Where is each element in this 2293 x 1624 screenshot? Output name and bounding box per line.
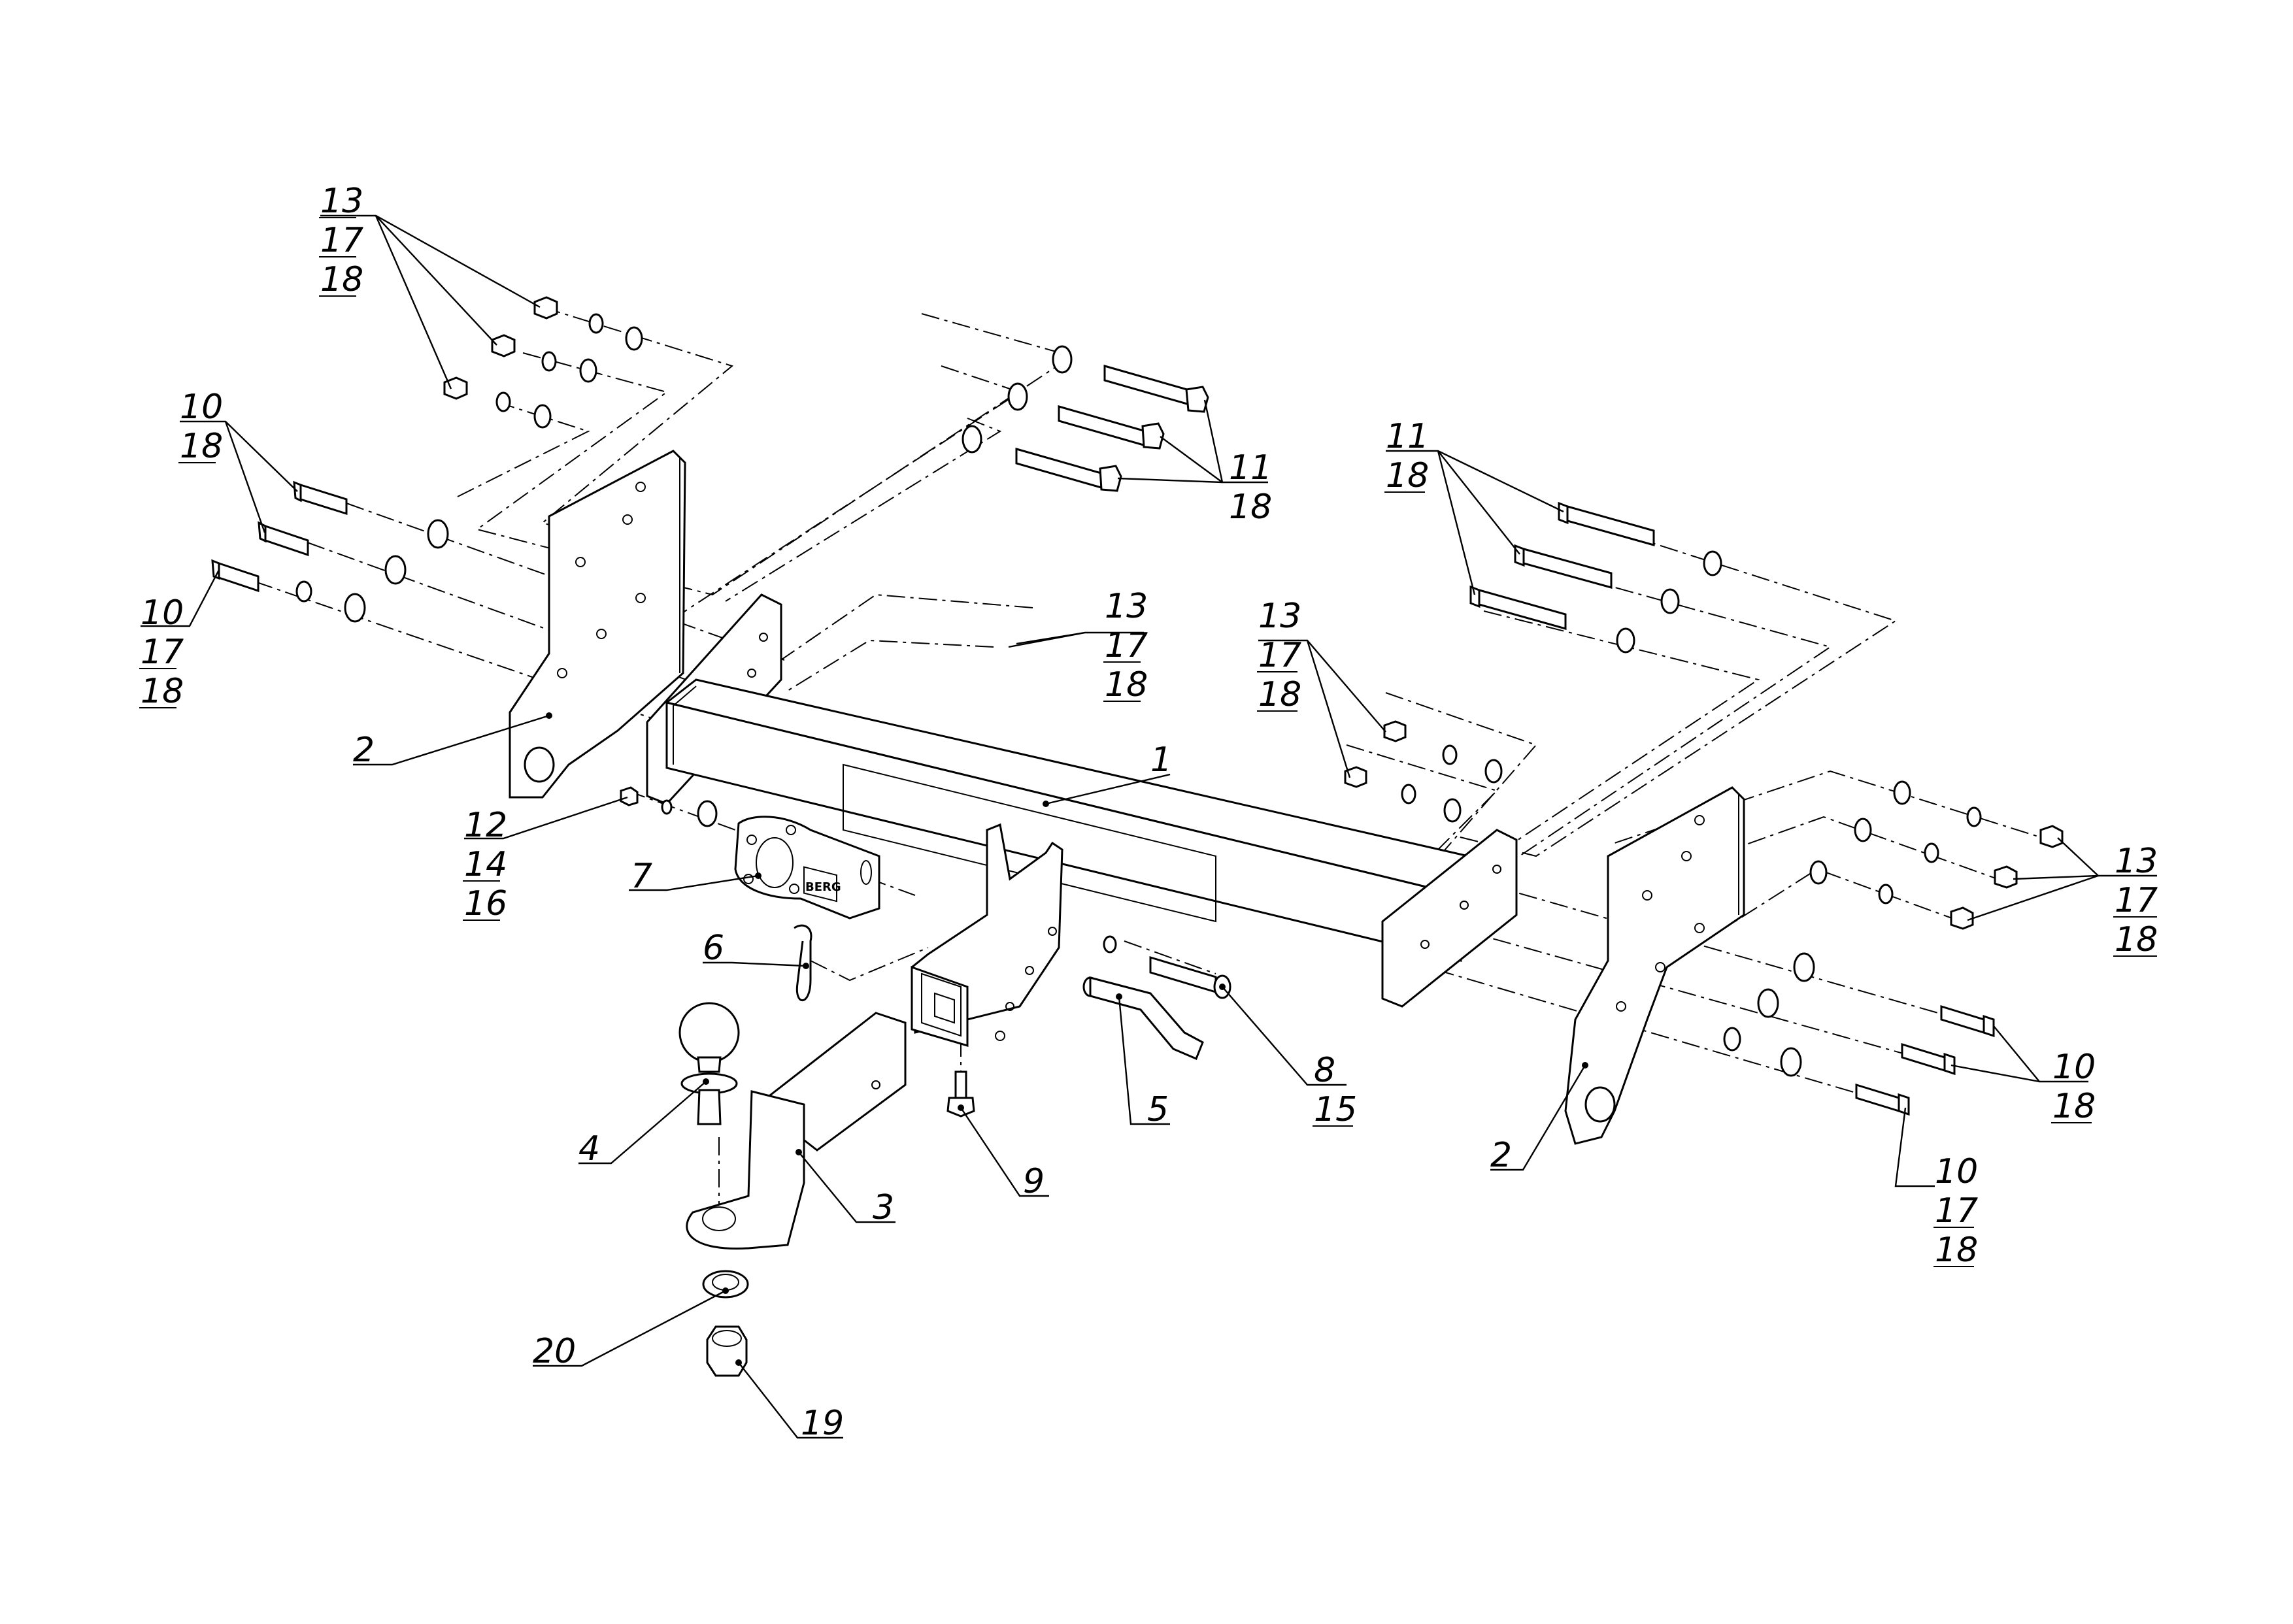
svg-text:14: 14 [464,845,507,884]
callout-10-18-left: 10 18 [178,388,223,466]
svg-text:7: 7 [631,857,652,896]
svg-text:18: 18 [1935,1231,1978,1270]
ball-mount [686,1012,907,1250]
callout-12-14-16: 12 14 16 [463,806,507,923]
hitch-pin [1082,976,1204,1060]
callout-13-17-18-center: 13 17 18 [1103,587,1148,704]
svg-text:2: 2 [353,731,375,770]
svg-text:18: 18 [1105,665,1148,704]
r-clip [794,924,812,1002]
svg-text:9: 9 [1023,1162,1045,1201]
callout-11-18-top: 11 18 [1229,448,1272,527]
callout-13-17-18-right-lower: 13 17 18 [2113,842,2158,959]
svg-text:13: 13 [1258,597,1301,636]
nut-group-left-upper [443,296,643,429]
svg-text:13: 13 [320,182,363,221]
long-bolt-group-top [962,345,1209,492]
callout-10-17-18-left: 10 17 18 [139,593,184,711]
callout-10-17-18-right: 10 17 18 [1933,1152,1978,1270]
callout-3: 3 [873,1188,894,1227]
svg-text:5: 5 [1147,1090,1169,1129]
callout-19: 19 [801,1404,844,1443]
hex-nut-13 [443,296,558,400]
callout-10-18-right: 10 18 [2051,1048,2096,1126]
crossbeam [646,593,1518,1008]
svg-text:13: 13 [1105,587,1148,626]
svg-text:10: 10 [141,593,184,633]
plate-marking: BERG [805,880,841,894]
callout-13-17-18-top-left: 13 17 18 [319,182,363,299]
svg-text:17: 17 [1258,636,1301,675]
socket-plate: BERG [734,816,880,920]
svg-text:18: 18 [141,672,184,711]
svg-text:10: 10 [1935,1152,1978,1191]
callout-labels: 13 17 18 10 18 10 17 18 2 11 18 13 1 [139,182,2158,1443]
ball-washer [702,1270,749,1299]
svg-text:18: 18 [1229,488,1272,527]
callout-20: 20 [533,1332,576,1371]
svg-text:17: 17 [141,633,184,672]
svg-text:2: 2 [1490,1136,1512,1175]
callout-1: 1 [1150,740,1172,780]
svg-text:10: 10 [180,388,223,427]
svg-text:18: 18 [2115,920,2158,959]
callout-2-right: 2 [1490,1136,1512,1175]
svg-text:17: 17 [1935,1191,1978,1231]
svg-text:16: 16 [464,884,507,923]
callout-4: 4 [578,1129,600,1168]
svg-text:8: 8 [1314,1051,1335,1090]
svg-text:18: 18 [320,260,363,299]
bolt-8 [1103,935,1231,999]
svg-text:19: 19 [801,1404,844,1443]
ball-nut [706,1325,748,1377]
svg-text:13: 13 [2115,842,2158,881]
bolt-group-left [211,480,449,623]
leader-lines [141,214,2157,1439]
receiver-box [911,823,1063,1048]
callout-11-18-right: 11 18 [1384,417,1429,495]
mount-bracket-left [509,450,686,799]
bolt-9 [946,1070,975,1118]
svg-text:11: 11 [1386,417,1429,456]
callout-7: 7 [631,857,652,896]
callout-6: 6 [703,929,724,968]
callout-5: 5 [1147,1090,1169,1129]
svg-text:18: 18 [180,427,223,466]
nut-group-right-center [1344,720,1503,823]
nut-group-right-lower [1809,780,2064,930]
callout-9: 9 [1023,1162,1045,1201]
callout-13-17-18-right-center: 13 17 18 [1257,597,1301,714]
tow-ball [678,1002,740,1125]
svg-text:12: 12 [464,806,507,845]
svg-text:17: 17 [2115,881,2158,920]
svg-text:18: 18 [1258,675,1301,714]
callout-8-15: 8 15 [1313,1051,1357,1129]
socket-fasteners [620,786,718,827]
svg-text:18: 18 [2052,1087,2096,1126]
svg-text:20: 20 [533,1332,576,1371]
svg-text:15: 15 [1314,1090,1357,1129]
svg-text:18: 18 [1386,456,1429,495]
long-bolt-group-right [1469,501,1722,654]
mount-bracket-right [1564,786,1745,1145]
svg-text:1: 1 [1150,740,1172,780]
svg-text:11: 11 [1229,448,1272,488]
svg-text:17: 17 [1105,626,1148,665]
callout-2-left: 2 [353,731,375,770]
svg-text:10: 10 [2052,1048,2096,1087]
svg-text:4: 4 [578,1129,600,1168]
svg-text:3: 3 [873,1188,894,1227]
svg-text:6: 6 [703,929,724,968]
svg-text:17: 17 [320,221,363,260]
bolt-group-right [1723,952,1995,1116]
